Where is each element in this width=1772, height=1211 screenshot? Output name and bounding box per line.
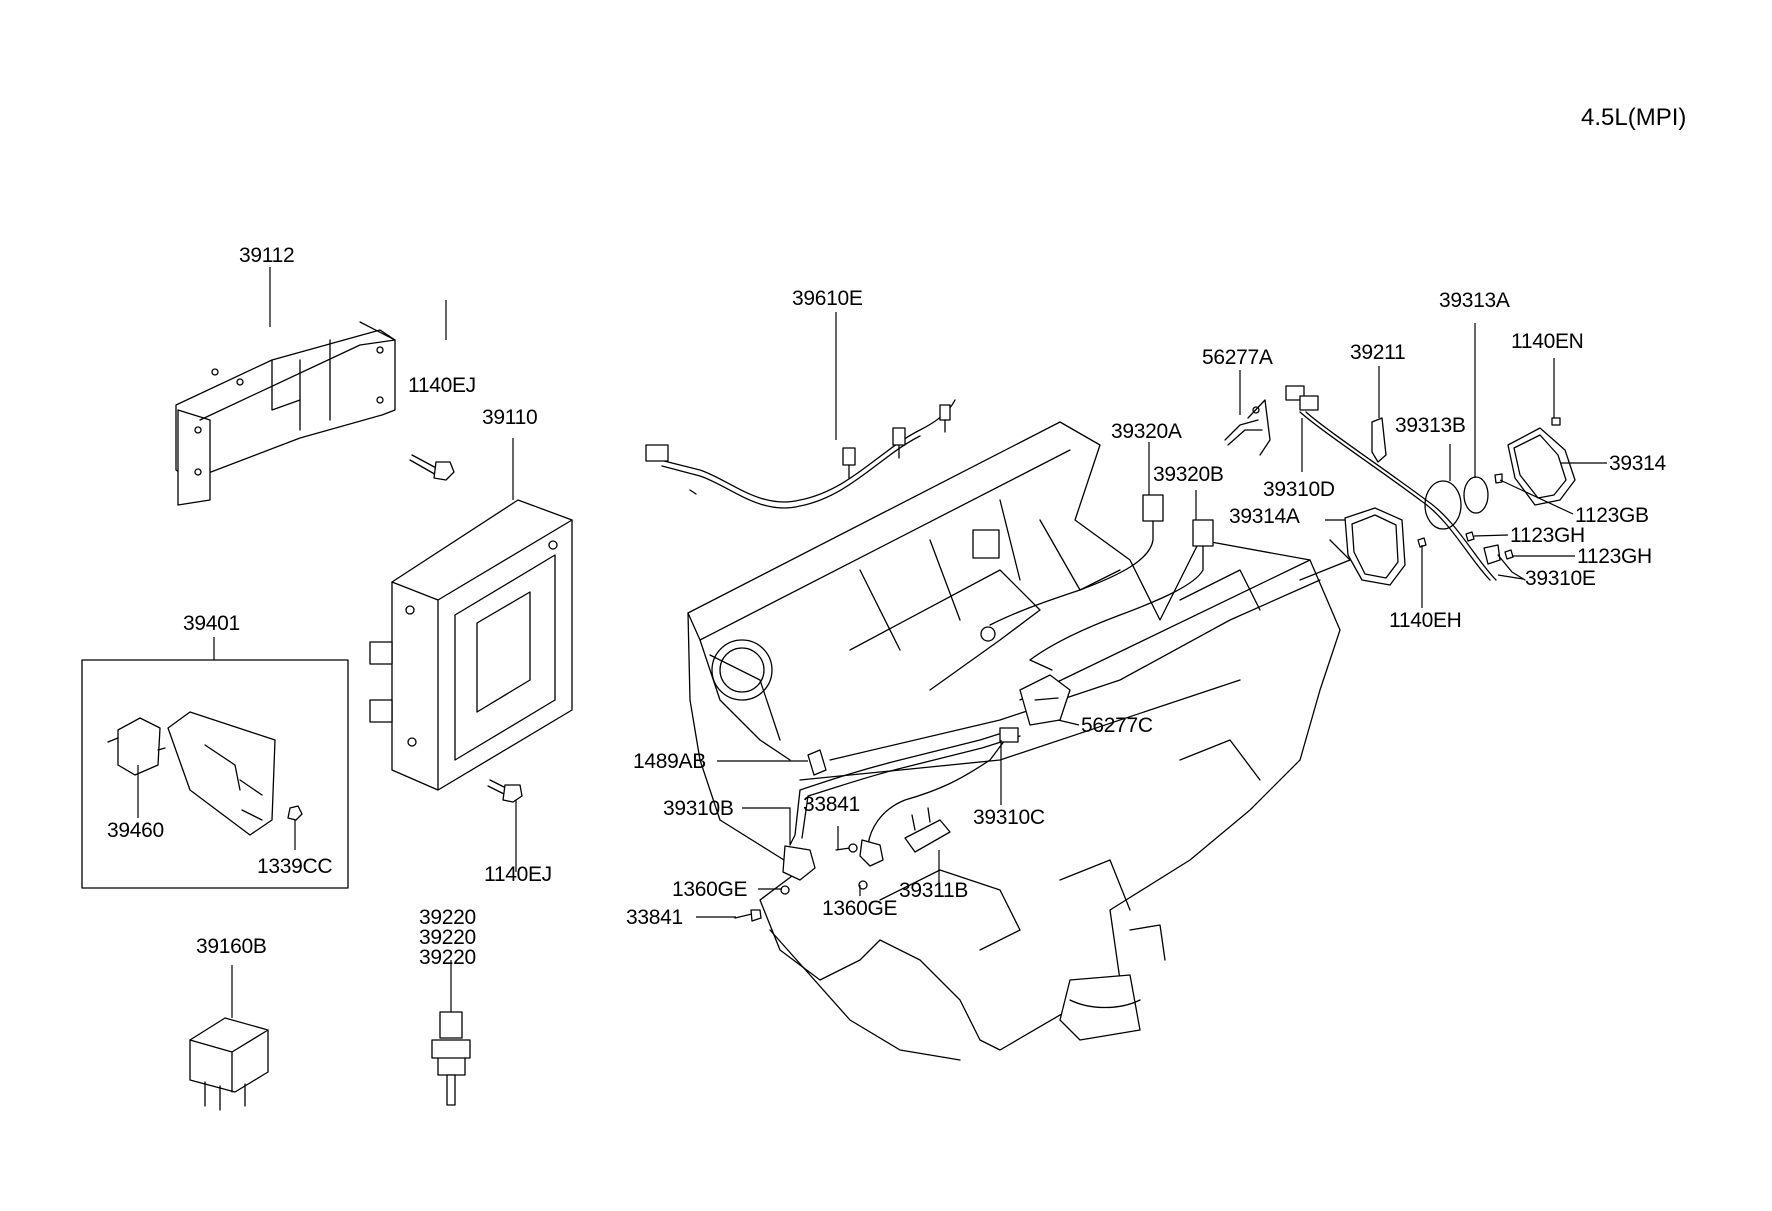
part-label-1140en[interactable]: 1140EN xyxy=(1511,330,1584,353)
part-label-39220[interactable]: 39220 xyxy=(419,906,476,929)
temperature-sensor-drawing xyxy=(431,1011,471,1106)
part-label-1360ge-lower[interactable]: 1360GE xyxy=(822,897,898,920)
part-label-39313b[interactable]: 39313B xyxy=(1395,414,1466,437)
part-label-39610e[interactable]: 39610E xyxy=(792,287,863,310)
part-label-39320b[interactable]: 39320B xyxy=(1153,463,1224,486)
sensor-kit-box xyxy=(81,659,349,889)
part-label-39314a[interactable]: 39314A xyxy=(1229,505,1300,528)
part-label-39310d[interactable]: 39310D xyxy=(1263,478,1335,501)
part-label-1140ej-lower[interactable]: 1140EJ xyxy=(484,863,552,886)
part-label-39112[interactable]: 39112 xyxy=(239,244,295,267)
part-label-56277a[interactable]: 56277A xyxy=(1202,346,1273,369)
part-label-39460[interactable]: 39460 xyxy=(107,819,164,842)
cam-sensor-harness-drawing xyxy=(782,727,1021,881)
part-label-1140eh[interactable]: 1140EH xyxy=(1389,609,1462,632)
part-label-1123gb[interactable]: 1123GB xyxy=(1575,504,1649,527)
ecu-drawing xyxy=(369,499,573,791)
bracket-39211-drawing xyxy=(1371,417,1387,463)
part-label-39401[interactable]: 39401 xyxy=(183,612,240,635)
bolt-drawing xyxy=(487,779,523,803)
screw-drawing xyxy=(1551,417,1561,426)
oxygen-sensor-harness-drawing xyxy=(980,494,1214,671)
part-label-39313a[interactable]: 39313A xyxy=(1439,289,1510,312)
cover-39314-drawing xyxy=(1507,427,1576,506)
part-label-1123gh[interactable]: 1123GH xyxy=(1510,524,1585,547)
part-label-39211[interactable]: 39211 xyxy=(1350,341,1406,364)
part-label-33841-lower[interactable]: 33841 xyxy=(626,906,683,929)
part-label-1123gh-right[interactable]: 1123GH xyxy=(1577,545,1652,568)
target-wheel-drawing xyxy=(1424,476,1489,530)
part-label-33841[interactable]: 33841 xyxy=(803,793,860,816)
part-label-56277c[interactable]: 56277C xyxy=(1081,714,1153,737)
cover-39314a-drawing xyxy=(1344,507,1406,586)
crank-sensor-drawing xyxy=(904,807,951,853)
part-label-1489ab[interactable]: 1489AB xyxy=(633,750,706,773)
ecu-bracket-drawing xyxy=(175,321,396,506)
part-label-39110[interactable]: 39110 xyxy=(482,406,538,429)
screws-drawing xyxy=(1417,531,1526,581)
leader-lines xyxy=(137,267,1607,1018)
part-label-39220[interactable]: 39220 xyxy=(419,946,476,969)
fastener-drawings xyxy=(734,843,868,922)
engine-variant-label: 4.5L(MPI) xyxy=(1581,104,1687,131)
part-label-39314[interactable]: 39314 xyxy=(1609,452,1666,475)
part-label-39220[interactable]: 39220 xyxy=(419,926,476,949)
part-label-39311b[interactable]: 39311B xyxy=(899,879,969,902)
clip-drawing xyxy=(807,749,827,776)
bracket-56277a-drawing xyxy=(1224,399,1271,456)
screw-drawing xyxy=(1494,473,1503,484)
part-label-39310b[interactable]: 39310B xyxy=(663,797,734,820)
engine-block-drawing xyxy=(687,421,1351,1061)
part-label-1339cc[interactable]: 1339CC xyxy=(257,855,333,878)
bracket-56277c-drawing xyxy=(1019,674,1071,726)
part-label-39320a[interactable]: 39320A xyxy=(1111,420,1182,443)
sensor-drawing xyxy=(107,711,303,836)
part-label-1140ej[interactable]: 1140EJ xyxy=(408,374,476,397)
part-label-1360ge[interactable]: 1360GE xyxy=(672,878,748,901)
harness-39610e-drawing xyxy=(645,399,956,509)
part-label-39310e[interactable]: 39310E xyxy=(1525,567,1596,590)
part-label-39310c[interactable]: 39310C xyxy=(973,806,1045,829)
relay-drawing xyxy=(189,1017,269,1111)
part-label-39160b[interactable]: 39160B xyxy=(196,935,267,958)
bolt-drawing xyxy=(409,454,455,481)
